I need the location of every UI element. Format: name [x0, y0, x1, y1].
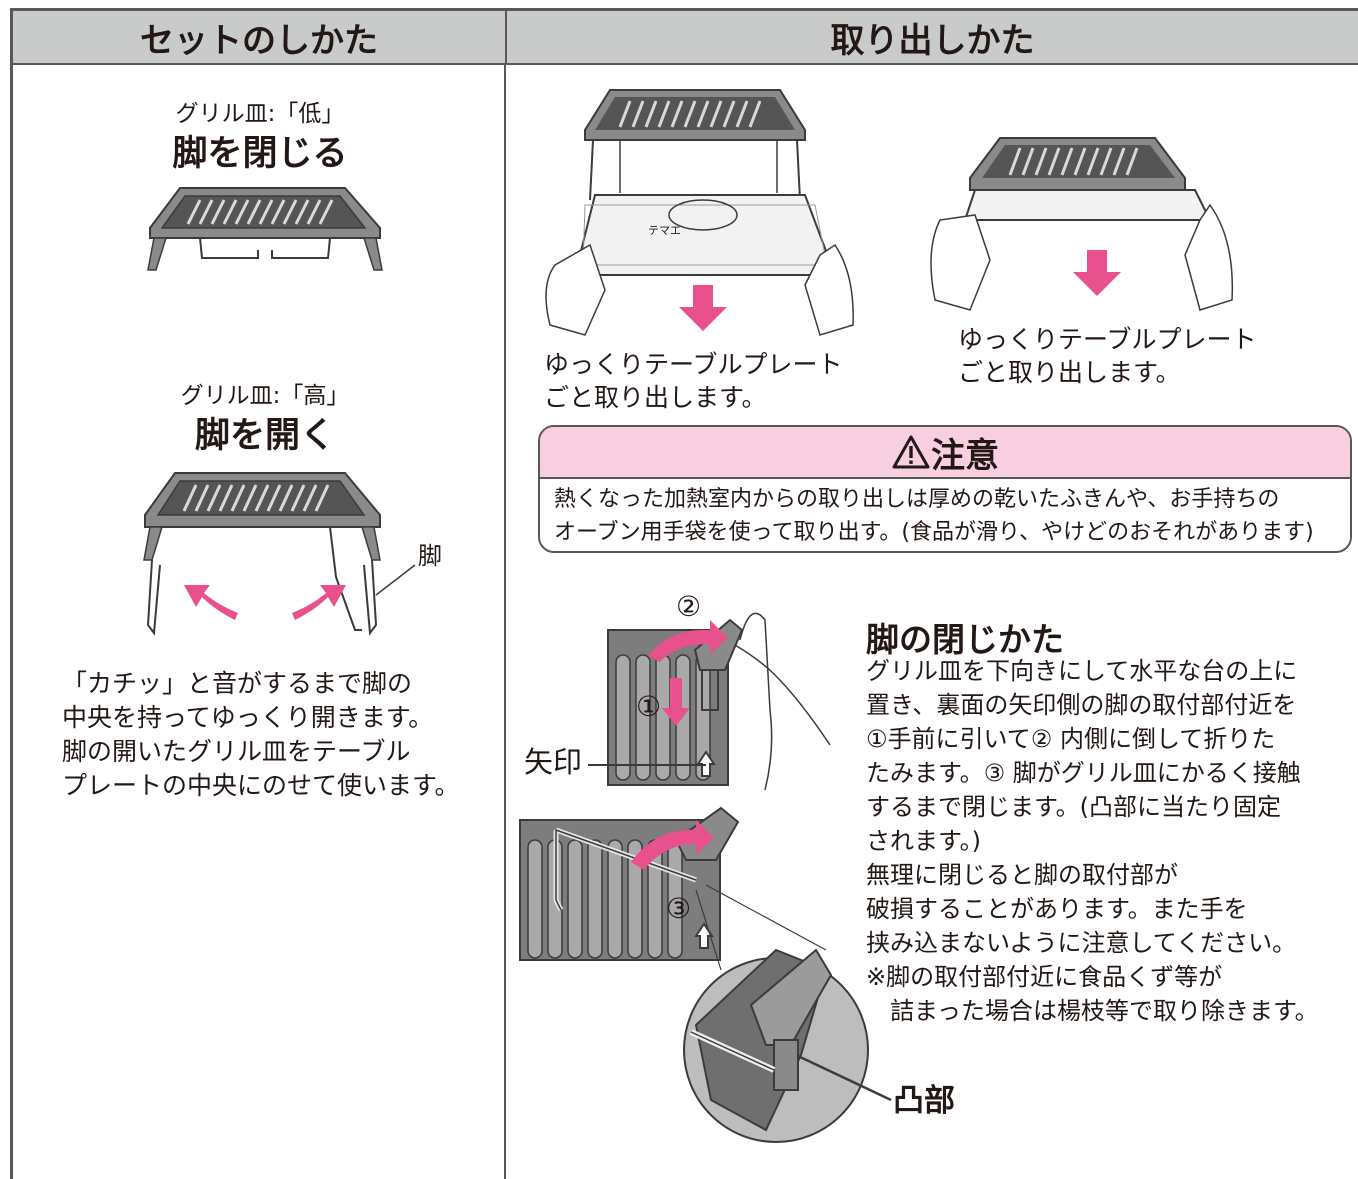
page-frame: [10, 8, 1358, 1179]
close-legs-line-11: 詰まった場合は楊枝等で取り除きます。: [866, 997, 1319, 1025]
remove-caption-right-line-1: ゆっくりテーブルプレート: [958, 325, 1257, 354]
remove-caption-left-line-1: ゆっくりテーブルプレート: [544, 350, 843, 379]
grill-plate-open-illustration: [143, 472, 416, 636]
header-remove-method: 取り出しかた: [830, 20, 1035, 61]
leg-closing-step1-2-illustration: [607, 612, 831, 791]
close-legs-line-3: ①手前に引いて② 内側に倒して折りた: [866, 725, 1276, 753]
arrow-label-leader-line: [588, 764, 706, 766]
remove-with-plate-illustration-right: [930, 137, 1234, 311]
caution-box: 注意 熱くなった加熱室内からの取り出しは厚めの乾いたふきんや、お手持ちの オーブ…: [538, 425, 1352, 553]
high-setting-label: グリル皿:「高」: [180, 383, 350, 409]
table-header: セットのしかた 取り出しかた: [13, 11, 1358, 65]
low-setting-label: グリル皿:「低」: [175, 101, 345, 127]
grill-plate-closed-illustration: [147, 187, 383, 271]
protrusion-label: 凸部: [893, 1083, 955, 1119]
close-legs-line-9: 挟み込まないように注意してください。: [866, 929, 1297, 957]
close-legs-line-5: するまで閉じます。(凸部に当たり固定: [866, 793, 1281, 821]
column-divider: [504, 63, 506, 1179]
arrow-mark-label: 矢印: [524, 745, 583, 779]
remove-with-plate-illustration-left: [545, 89, 854, 336]
close-legs-line-8: 破損することがあります。また手を: [866, 895, 1248, 923]
low-setting-title: 脚を閉じる: [172, 134, 348, 174]
close-legs-line-4: たみます。③ 脚がグリル皿にかるく接触: [866, 759, 1301, 787]
plate-logo: テマエ: [648, 224, 681, 237]
warning-icon: [892, 435, 930, 469]
leg-closing-step3-illustration: [519, 806, 892, 1143]
caution-title: 注意: [931, 435, 999, 476]
caution-line-1: 熱くなった加熱室内からの取り出しは厚めの乾いたふきんや、お手持ちの: [554, 487, 1280, 512]
step-3-marker: ③: [666, 892, 692, 925]
set-description-line-4: プレートの中央にのせて使います。: [62, 771, 460, 800]
set-description-line-1: 「カチッ」と音がするまで脚の: [62, 669, 413, 698]
close-legs-line-10: ※脚の取付部付近に食品くず等が: [866, 963, 1223, 991]
close-legs-line-2: 置き、裏面の矢印側の脚の取付部付近を: [866, 691, 1297, 719]
step-2-marker: ②: [676, 590, 702, 623]
header-set-method: セットのしかた: [13, 11, 507, 63]
close-legs-line-7: 無理に閉じると脚の取付部が: [866, 861, 1178, 889]
set-description-line-3: 脚の開いたグリル皿をテーブル: [62, 737, 411, 766]
caution-body: 熱くなった加熱室内からの取り出しは厚めの乾いたふきんや、お手持ちの オーブン用手…: [540, 479, 1350, 549]
caution-line-2: オーブン用手袋を使って取り出す。(食品が滑り、やけどのおそれがあります): [554, 520, 1314, 545]
remove-caption-left-line-2: ごと取り出します。: [544, 383, 767, 412]
set-description-line-2: 中央を持ってゆっくり開きます。: [62, 703, 434, 732]
remove-caption-right-line-2: ごと取り出します。: [958, 358, 1181, 387]
close-legs-line-1: グリル皿を下向きにして水平な台の上に: [866, 657, 1298, 685]
leg-label: 脚: [418, 542, 442, 570]
close-legs-line-6: されます。): [866, 827, 981, 855]
step-1-marker: ①: [636, 690, 662, 723]
high-setting-title: 脚を開く: [194, 416, 335, 456]
close-legs-title: 脚の閉じかた: [866, 620, 1064, 659]
caution-header: 注意: [540, 427, 1350, 479]
